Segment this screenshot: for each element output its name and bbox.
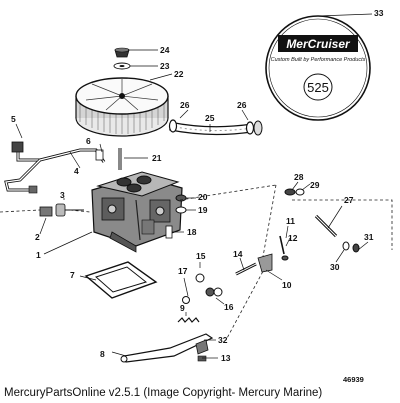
washer[interactable]	[342, 241, 350, 251]
screw[interactable]	[279, 235, 289, 261]
return-spring[interactable]	[177, 317, 200, 323]
callout-7: 7	[70, 270, 75, 280]
decal-brand: MerCruiser	[286, 37, 351, 51]
clip[interactable]	[195, 339, 209, 355]
wing-nut[interactable]	[114, 47, 130, 58]
nut[interactable]	[352, 243, 360, 253]
callout-26b: 26	[237, 100, 247, 110]
callout-22: 22	[174, 69, 184, 79]
nut[interactable]	[197, 355, 207, 362]
decal-tagline: Custom Built by Performance Products	[271, 57, 366, 63]
callout-6: 6	[86, 136, 91, 146]
inlet-fitting[interactable]	[55, 203, 84, 217]
throttle-lever[interactable]	[257, 253, 273, 273]
vent-hose[interactable]	[169, 121, 253, 136]
callout-8: 8	[100, 349, 105, 359]
callout-33: 33	[374, 8, 384, 18]
callout-29: 29	[310, 180, 320, 190]
hose-clamp[interactable]	[245, 121, 255, 135]
callout-2: 2	[35, 232, 40, 242]
callout-31: 31	[364, 232, 374, 242]
washer[interactable]	[113, 62, 131, 70]
vent-tube[interactable]	[95, 149, 104, 161]
callout-11: 11	[286, 216, 295, 226]
washer[interactable]	[295, 188, 305, 196]
callout-15: 15	[196, 251, 206, 261]
callout-5: 5	[11, 114, 16, 124]
linkage-route	[0, 184, 393, 341]
bushing[interactable]	[182, 273, 223, 304]
callout-16: 16	[224, 302, 234, 312]
callout-26: 26	[180, 100, 190, 110]
callout-18: 18	[187, 227, 197, 237]
callout-32: 32	[218, 335, 228, 345]
callout-23: 23	[160, 61, 170, 71]
callout-1: 1	[36, 250, 41, 260]
callout-25: 25	[205, 113, 215, 123]
callout-24: 24	[160, 45, 170, 55]
callout-17: 17	[178, 266, 188, 276]
callout-14: 14	[233, 249, 243, 259]
image-credit: MercuryPartsOnline v2.5.1 (Image Copyrig…	[4, 387, 323, 399]
callout-27: 27	[344, 195, 354, 205]
ball-stud[interactable]	[235, 262, 257, 276]
hose-clamp[interactable]	[168, 119, 178, 133]
callout-19: 19	[198, 205, 208, 215]
nut[interactable]	[284, 188, 296, 196]
figure-number: 46939	[343, 375, 364, 384]
pin[interactable]	[165, 225, 173, 239]
callout-4: 4	[74, 166, 79, 176]
throttle-bracket[interactable]	[120, 333, 214, 363]
linkage-stud[interactable]	[314, 214, 338, 238]
callout-12: 12	[288, 233, 298, 243]
leader-lines	[15, 13, 373, 359]
callout-13: 13	[221, 353, 231, 363]
callout-3: 3	[60, 190, 65, 200]
carburetor[interactable]	[91, 171, 183, 253]
exploded-parts-diagram: MerCruiser Custom Built by Performance P…	[0, 8, 393, 363]
carburetor-gasket[interactable]	[84, 261, 158, 299]
callout-10: 10	[282, 280, 292, 290]
fuel-filter[interactable]	[39, 206, 53, 217]
callout-9: 9	[180, 303, 185, 313]
callout-30: 30	[330, 262, 340, 272]
fuel-fitting[interactable]	[11, 141, 38, 194]
air-cleaner[interactable]	[75, 77, 169, 137]
callout-21: 21	[152, 153, 162, 163]
callout-labels: 1 2 3 4 5 6 7 8 9 10 11 12 13 14 15 16 1…	[11, 8, 384, 363]
callout-20: 20	[198, 192, 208, 202]
decal-model: 525	[307, 80, 329, 95]
fuel-line[interactable]	[4, 148, 106, 192]
decal-emblem[interactable]: MerCruiser Custom Built by Performance P…	[265, 15, 371, 121]
callout-28: 28	[294, 172, 304, 182]
hose-fitting	[253, 120, 263, 136]
